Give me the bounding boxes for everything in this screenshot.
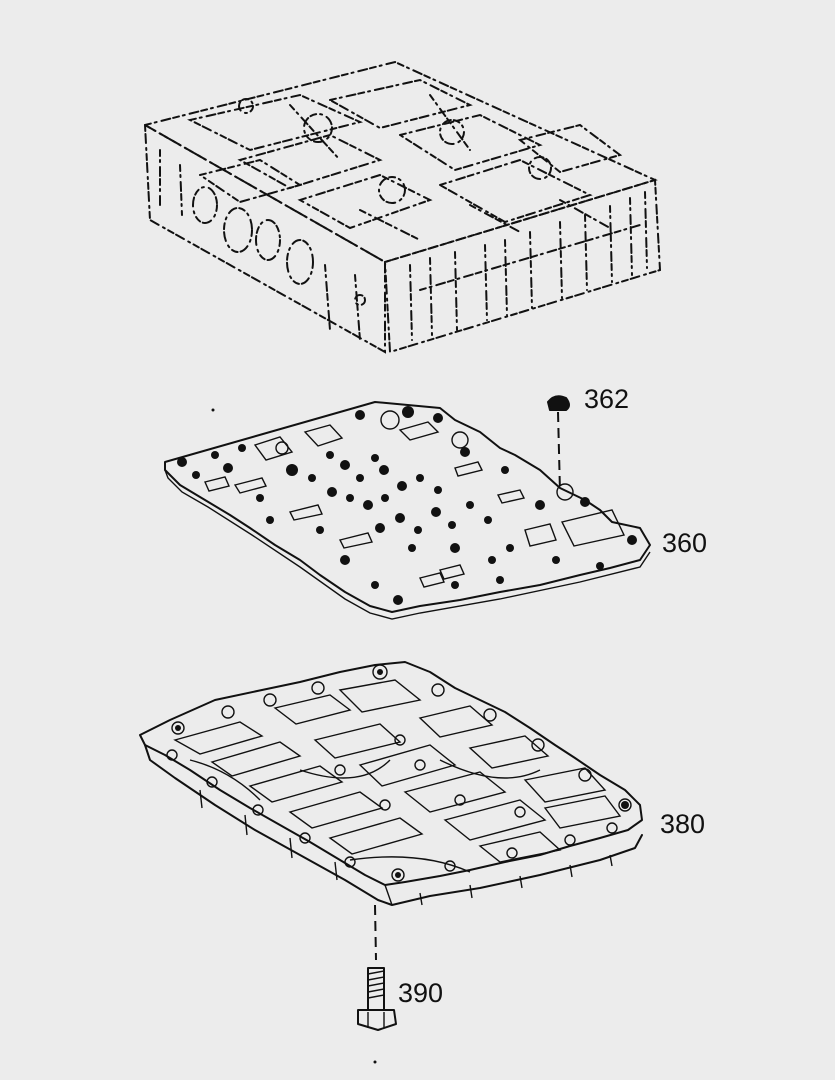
callout-380: 380 <box>660 809 705 839</box>
scan-specks <box>211 408 377 1064</box>
upper-valve-body <box>142 60 662 354</box>
check-ball <box>547 395 570 493</box>
callout-360: 360 <box>662 528 707 558</box>
spacer-plate <box>164 401 651 620</box>
callout-362: 362 <box>584 384 629 414</box>
bolt <box>357 967 397 1031</box>
leader-line-390 <box>374 904 377 961</box>
leader-line-362 <box>557 411 561 493</box>
callout-390: 390 <box>398 978 443 1008</box>
lower-valve-body <box>139 661 643 961</box>
